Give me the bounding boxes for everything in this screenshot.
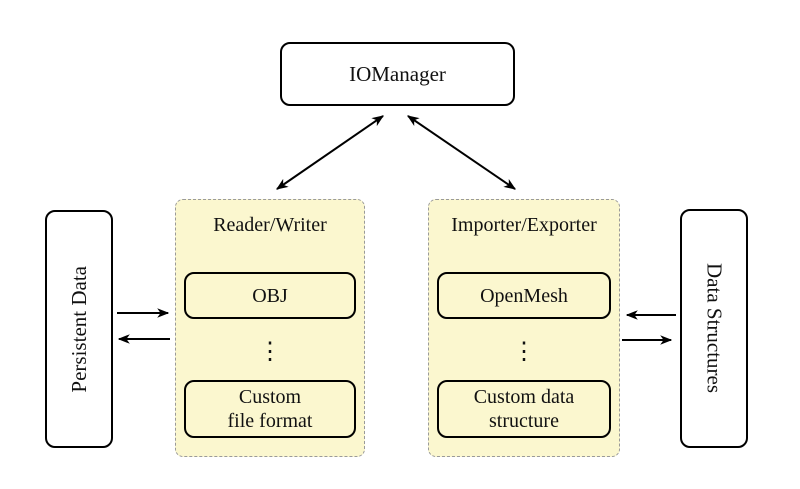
group-reader-writer: Reader/Writer OBJ ⋮ Custom file format [175, 199, 365, 457]
reader-writer-ellipsis: ⋮ [258, 338, 282, 365]
node-persistent-data-label: Persistent Data [66, 265, 91, 393]
node-openmesh-label: OpenMesh [480, 284, 568, 307]
node-obj-label: OBJ [252, 284, 288, 307]
arrow-iomanager-readerwriter [276, 115, 384, 190]
node-obj: OBJ [184, 272, 356, 319]
node-custom-data-structure: Custom data structure [437, 380, 611, 438]
node-custom-file-format-label: Custom file format [227, 386, 313, 432]
node-iomanager: IOManager [280, 42, 515, 106]
importer-exporter-ellipsis: ⋮ [512, 338, 536, 365]
node-persistent-data: Persistent Data [45, 210, 113, 448]
node-custom-data-structure-label: Custom data structure [473, 386, 575, 432]
node-openmesh: OpenMesh [437, 272, 611, 319]
node-data-structures-label: Data Structures [702, 263, 727, 394]
node-iomanager-label: IOManager [349, 61, 446, 86]
arrow-iomanager-importerexporter [407, 115, 516, 190]
node-data-structures: Data Structures [680, 209, 748, 448]
group-reader-writer-title: Reader/Writer [213, 214, 327, 236]
node-custom-file-format: Custom file format [184, 380, 356, 438]
group-importer-exporter: Importer/Exporter OpenMesh ⋮ Custom data… [428, 199, 620, 457]
group-importer-exporter-title: Importer/Exporter [451, 214, 597, 236]
